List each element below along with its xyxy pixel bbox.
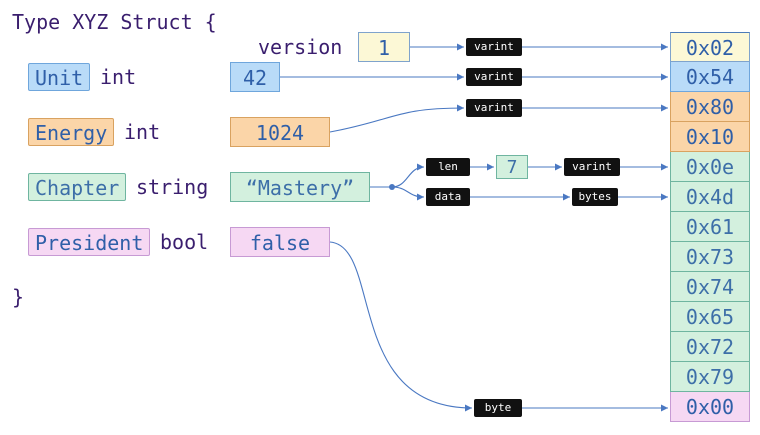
output-byte-2: 0x80 xyxy=(670,92,750,122)
output-byte-4: 0x0e xyxy=(670,152,750,182)
field-type-energy: int xyxy=(124,120,161,144)
field-name-unit: Unit xyxy=(28,63,91,91)
output-byte-10: 0x72 xyxy=(670,332,750,362)
version-label: version xyxy=(258,35,343,59)
varint-tag-len: varint xyxy=(564,158,620,176)
output-byte-7: 0x73 xyxy=(670,242,750,272)
output-byte-3: 0x10 xyxy=(670,122,750,152)
wire-president-to-byte xyxy=(329,241,473,412)
varint-tag-unit: varint xyxy=(466,68,522,86)
field-type-chapter: string xyxy=(136,175,209,199)
struct-header: Type XYZ Struct { xyxy=(12,10,217,34)
output-byte-11: 0x79 xyxy=(670,362,750,392)
wire-chapter-to-data xyxy=(391,186,425,201)
data-tag: data xyxy=(426,188,470,206)
len-tag: len xyxy=(426,158,470,176)
president-value: false xyxy=(230,227,330,257)
wire-chapter-to-len xyxy=(391,163,425,188)
output-byte-12: 0x00 xyxy=(670,392,750,422)
wire-energy-to-varint xyxy=(329,104,465,133)
unit-value: 42 xyxy=(230,62,280,92)
bytes-tag: bytes xyxy=(572,188,618,206)
varint-tag-energy: varint xyxy=(466,99,522,117)
version-value: 1 xyxy=(358,32,410,62)
output-byte-6: 0x61 xyxy=(670,212,750,242)
output-byte-9: 0x65 xyxy=(670,302,750,332)
field-type-president: bool xyxy=(160,230,209,254)
output-byte-1: 0x54 xyxy=(670,62,750,92)
energy-value: 1024 xyxy=(230,117,330,147)
varint-tag-version: varint xyxy=(466,38,522,56)
output-byte-8: 0x74 xyxy=(670,272,750,302)
byte-tag: byte xyxy=(474,399,522,417)
struct-footer: } xyxy=(12,285,25,309)
field-type-unit: int xyxy=(100,65,137,89)
chapter-value: “Mastery” xyxy=(230,172,370,202)
field-name-chapter: Chapter xyxy=(28,173,127,201)
output-byte-5: 0x4d xyxy=(670,182,750,212)
output-byte-0: 0x02 xyxy=(670,32,750,62)
field-name-president: President xyxy=(28,228,151,256)
len-value: 7 xyxy=(496,155,528,179)
field-name-energy: Energy xyxy=(28,118,115,146)
